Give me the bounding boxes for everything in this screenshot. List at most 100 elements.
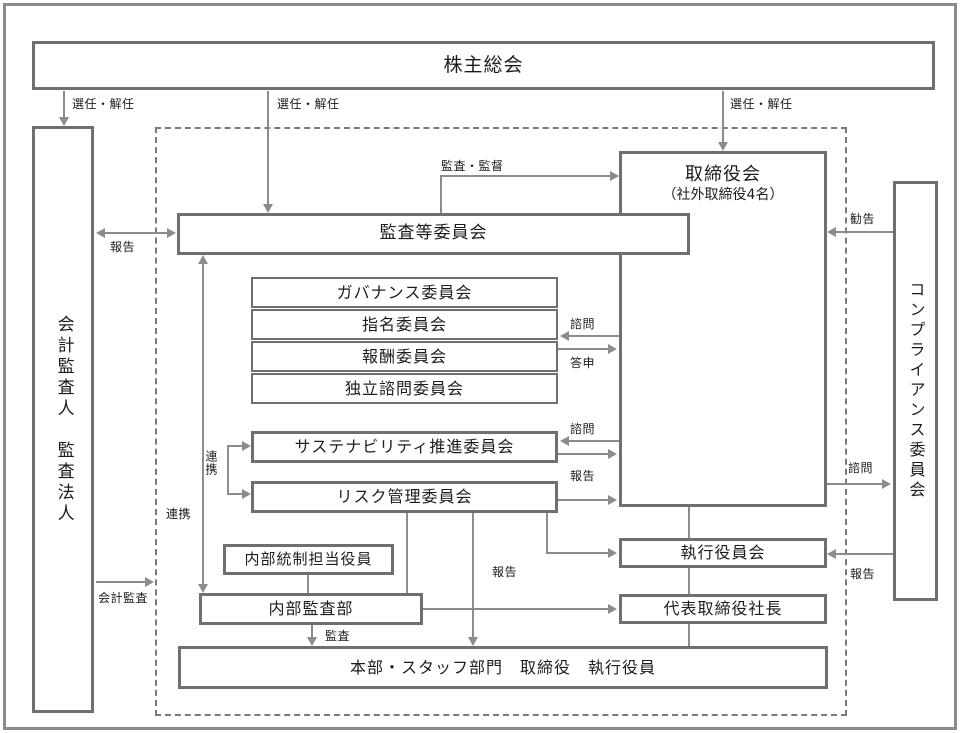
node-internal-audit-dept: 内部監査部 xyxy=(199,593,423,625)
arrowhead-down-icon xyxy=(198,584,208,593)
edge-label-cooperation-bracket: 連携 xyxy=(204,450,218,476)
node-nomination-committee: 指名委員会 xyxy=(251,309,558,340)
arrowhead-right-icon xyxy=(608,495,617,505)
edge-cooperation-bracket-top xyxy=(227,445,242,447)
node-label: 本部・スタッフ部門 取締役 執行役員 xyxy=(349,657,656,677)
node-label: 内部監査部 xyxy=(268,599,354,618)
arrowhead-left-icon xyxy=(827,549,836,559)
page-border xyxy=(3,3,957,730)
edge-label-accounting-audit: 会計監査 xyxy=(98,591,149,605)
node-compensation-committee: 報酬委員会 xyxy=(251,341,558,372)
edge-control-audit-line xyxy=(307,575,309,593)
node-label: 内部統制担当役員 xyxy=(244,550,373,569)
node-president: 代表取締役社長 xyxy=(619,594,827,624)
edge-consultation-sustainability-line xyxy=(569,440,619,442)
edge-report-risk-line xyxy=(558,499,608,501)
internal-group-dashed-boundary xyxy=(155,127,847,716)
node-hq-staff-departments: 本部・スタッフ部門 取締役 執行役員 xyxy=(178,646,828,689)
arrowhead-down-icon xyxy=(263,204,273,213)
node-label: 指名委員会 xyxy=(361,314,447,334)
arrowhead-right-icon xyxy=(608,449,617,459)
edge-audit-president-line xyxy=(423,608,608,610)
edge-label-reply: 答申 xyxy=(570,356,596,370)
edge-exec-president-line xyxy=(688,568,690,594)
node-label: 株主総会 xyxy=(443,53,524,76)
edge-consultation-compliance-line xyxy=(827,483,882,485)
edge-appoint-board-line xyxy=(722,91,724,142)
arrowhead-down-icon xyxy=(307,637,317,646)
edge-reply-line xyxy=(558,348,608,350)
edge-label-appoint-board: 選任・解任 xyxy=(730,97,793,111)
edge-recommendation-line xyxy=(836,231,893,233)
node-sublabel: （社外取締役4名） xyxy=(662,186,784,203)
node-governance-committee: ガバナンス委員会 xyxy=(251,277,558,308)
edge-appoint-audit-committee-line xyxy=(267,91,269,204)
edge-accounting-audit-line xyxy=(96,581,145,583)
node-label: リスク管理委員会 xyxy=(336,487,473,506)
arrowhead-right-icon xyxy=(610,171,619,181)
node-label: 執行役員会 xyxy=(680,543,766,562)
node-compliance-committee: コンプライアンス委員会 xyxy=(893,181,938,601)
arrowhead-left-icon xyxy=(827,227,836,237)
node-accounting-auditor: 会計監査人 監査法人 xyxy=(32,126,94,713)
arrowhead-right-icon xyxy=(608,344,617,354)
edge-cooperation-bracket-vline xyxy=(227,445,229,495)
edge-label-appoint-auditor: 選任・解任 xyxy=(72,97,135,111)
node-label: 会計監査人 監査法人 xyxy=(53,314,74,525)
node-label: ガバナンス委員会 xyxy=(336,282,473,302)
edge-label-audit: 監査 xyxy=(325,629,351,643)
edge-risk-exec-hline xyxy=(546,552,608,554)
node-independent-advisory-committee: 独立諮問委員会 xyxy=(251,373,558,404)
edge-cooperation-bracket-bottom xyxy=(227,493,242,495)
edge-consultation-committees-line xyxy=(569,335,619,337)
edge-audit-supervision-hline xyxy=(440,175,610,177)
node-shareholders-meeting: 株主総会 xyxy=(32,41,935,90)
edge-label-report-risk: 報告 xyxy=(570,469,596,483)
edge-label-recommendation: 勧告 xyxy=(850,212,876,226)
edge-label-consultation-compliance: 諮問 xyxy=(848,461,874,475)
arrowhead-right-icon xyxy=(242,441,251,451)
node-label: 監査等委員会 xyxy=(379,223,488,244)
node-label: 報酬委員会 xyxy=(361,346,447,366)
node-label: 代表取締役社長 xyxy=(663,599,783,618)
node-risk-management-committee: リスク管理委員会 xyxy=(251,481,558,513)
arrowhead-left-icon xyxy=(96,228,105,238)
node-board-of-directors: 取締役会 （社外取締役4名） xyxy=(619,151,827,507)
arrowhead-left-icon xyxy=(560,436,569,446)
node-label: コンプライアンス委員会 xyxy=(906,281,926,501)
node-sustainability-committee: サステナビリティ推進委員会 xyxy=(251,431,558,463)
edge-sustainability-response-line xyxy=(558,453,608,455)
edge-label-report-center: 報告 xyxy=(492,565,518,579)
edge-audit-supervision-vline xyxy=(440,176,442,213)
edge-board-exec-line xyxy=(688,507,690,538)
edge-president-hq-line xyxy=(688,624,690,646)
arrowhead-down-icon xyxy=(59,117,69,126)
arrowhead-left-icon xyxy=(560,331,569,341)
edge-report-compliance-line xyxy=(836,553,893,555)
edge-report-auditor-line xyxy=(105,232,167,234)
edge-label-cooperation-long: 連携 xyxy=(166,507,192,521)
node-executive-officers-meeting: 執行役員会 xyxy=(619,538,827,568)
node-label: サステナビリティ推進委員会 xyxy=(294,437,515,456)
arrowhead-up-icon xyxy=(198,255,208,264)
edge-audit-hq-line xyxy=(311,625,313,637)
edge-risk-audit-line xyxy=(406,513,408,593)
node-internal-control-officer: 内部統制担当役員 xyxy=(223,544,394,575)
edge-label-report-auditor: 報告 xyxy=(110,240,136,254)
edge-label-consultation-sustainability: 諮問 xyxy=(570,422,596,436)
edge-label-report-compliance: 報告 xyxy=(850,567,876,581)
edge-appoint-auditor-line xyxy=(63,91,65,117)
arrowhead-down-icon xyxy=(468,637,478,646)
arrowhead-right-icon xyxy=(882,479,891,489)
edge-label-appoint-audit-committee: 選任・解任 xyxy=(277,97,340,111)
edge-cooperation-long-line xyxy=(202,264,204,584)
edge-label-audit-supervision: 監査・監督 xyxy=(441,159,504,173)
node-label: 取締役会 xyxy=(685,164,761,185)
edge-label-consultation-committees: 諮問 xyxy=(570,317,596,331)
arrowhead-right-icon xyxy=(242,489,251,499)
arrowhead-right-icon xyxy=(145,577,154,587)
arrowhead-right-icon xyxy=(608,604,617,614)
node-label: 独立諮問委員会 xyxy=(344,378,464,398)
arrowhead-down-icon xyxy=(718,142,728,151)
edge-risk-hq-line xyxy=(472,513,474,637)
